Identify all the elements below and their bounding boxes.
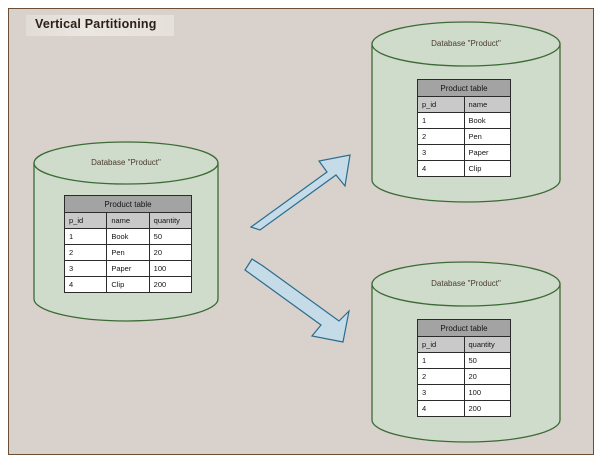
cell-p_id: 2 [63, 244, 108, 261]
bottom-partition-cylinder[interactable]: Database "Product" Product table p_id qu… [371, 261, 561, 443]
bottom-partition-product-table[interactable]: Product table p_id quantity 1 50 2 20 3 … [417, 319, 511, 417]
table-row: 2 Pen [417, 128, 511, 145]
cell-quantity: 50 [148, 228, 193, 245]
title-band [26, 15, 174, 36]
cell-quantity: 200 [148, 276, 193, 293]
cell-p_id: 2 [417, 368, 465, 385]
column-header-name: name [463, 96, 511, 113]
cell-name: Clip [106, 276, 150, 293]
column-header-p_id: p_id [417, 336, 465, 353]
table-row: 3 Paper [417, 144, 511, 161]
cell-name: Paper [106, 260, 150, 277]
cell-p_id: 4 [417, 160, 465, 177]
cell-quantity: 100 [148, 260, 193, 277]
cell-p_id: 1 [417, 352, 465, 369]
table-row: 3 100 [417, 384, 511, 401]
table-row: 1 Book [417, 112, 511, 129]
cell-name: Clip [463, 160, 511, 177]
column-header-name: name [106, 212, 150, 229]
table-title-row: Product table [417, 319, 511, 337]
table-row: 2 Pen 20 [63, 244, 193, 261]
table-header-row: p_id name quantity [63, 212, 193, 229]
table-header-row: p_id name [417, 96, 511, 113]
table-title: Product table [417, 79, 511, 97]
table-row: 4 200 [417, 400, 511, 417]
bottom-partition-database-label: Database "Product" [431, 279, 501, 288]
cell-p_id: 1 [63, 228, 108, 245]
cell-name: Pen [463, 128, 511, 145]
cell-p_id: 4 [417, 400, 465, 417]
table-row: 3 Paper 100 [63, 260, 193, 277]
column-header-quantity: quantity [463, 336, 511, 353]
top-partition-product-table[interactable]: Product table p_id name 1 Book 2 Pen 3 P… [417, 79, 511, 177]
cell-quantity: 200 [463, 400, 511, 417]
table-title-row: Product table [64, 195, 192, 213]
table-title-row: Product table [417, 79, 511, 97]
column-header-p_id: p_id [63, 212, 108, 229]
table-row: 1 50 [417, 352, 511, 369]
diagram-canvas: Vertical Partitioning Database "Product"… [8, 8, 594, 455]
cell-name: Book [463, 112, 511, 129]
source-product-table[interactable]: Product table p_id name quantity 1 Book … [63, 195, 193, 293]
column-header-p_id: p_id [417, 96, 465, 113]
table-title: Product table [417, 319, 511, 337]
cell-quantity: 20 [148, 244, 193, 261]
page-title: Vertical Partitioning [35, 17, 157, 31]
cell-quantity: 50 [463, 352, 511, 369]
column-header-quantity: quantity [148, 212, 193, 229]
table-title: Product table [64, 195, 192, 213]
cell-p_id: 3 [63, 260, 108, 277]
cell-p_id: 2 [417, 128, 465, 145]
table-row: 2 20 [417, 368, 511, 385]
cell-name: Book [106, 228, 150, 245]
cell-name: Pen [106, 244, 150, 261]
top-partition-database-label: Database "Product" [431, 39, 501, 48]
source-database-label: Database "Product" [91, 158, 161, 167]
table-header-row: p_id quantity [417, 336, 511, 353]
table-row: 1 Book 50 [63, 228, 193, 245]
table-row: 4 Clip [417, 160, 511, 177]
arrow-to-top-partition [249, 154, 351, 231]
top-partition-cylinder[interactable]: Database "Product" Product table p_id na… [371, 21, 561, 203]
cell-p_id: 3 [417, 384, 465, 401]
cell-name: Paper [463, 144, 511, 161]
arrow-to-bottom-partition [244, 258, 350, 343]
cell-quantity: 20 [463, 368, 511, 385]
cell-p_id: 4 [63, 276, 108, 293]
cell-p_id: 3 [417, 144, 465, 161]
source-database-cylinder[interactable]: Database "Product" Product table p_id na… [33, 141, 219, 322]
cell-quantity: 100 [463, 384, 511, 401]
table-row: 4 Clip 200 [63, 276, 193, 293]
cell-p_id: 1 [417, 112, 465, 129]
